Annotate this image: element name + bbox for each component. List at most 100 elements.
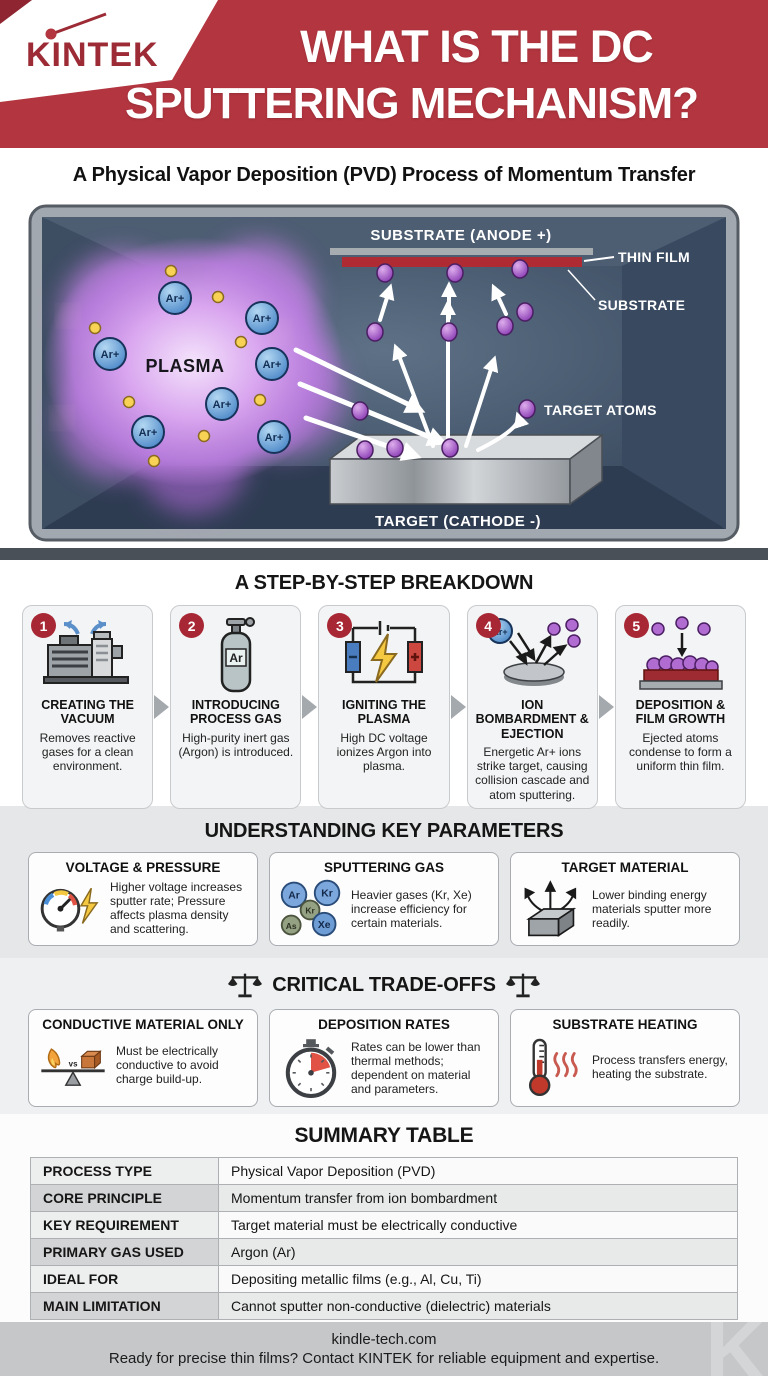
table-row: KEY REQUIREMENT Target material must be … — [30, 1211, 738, 1239]
param-card-sputtering-gas: SPUTTERING GAS Ar Kr Kr As Xe — [269, 852, 499, 946]
argon-ion-label: Ar+ — [166, 293, 185, 305]
parameters-title: UNDERSTANDING KEY PARAMETERS — [204, 820, 564, 842]
step-number-badge: 5 — [623, 613, 649, 638]
sputtering-chamber-diagram: Ar+ Ar+ Ar+ Ar+ Ar+ Ar+ Ar+ PLASMA SUBST… — [28, 204, 740, 542]
step-number-badge: 1 — [31, 613, 56, 638]
row-value: Cannot sputter non-conductive (dielectri… — [218, 1292, 738, 1320]
tradeoff-title: SUBSTRATE HEATING — [552, 1017, 698, 1032]
thin-film-label: THIN FILM — [618, 249, 690, 265]
param-card-target-material: TARGET MATERIAL Lower binding energ — [510, 852, 740, 946]
argon-ion-label: Ar+ — [493, 627, 508, 637]
row-label: PROCESS TYPE — [30, 1157, 219, 1185]
param-desc: Lower binding energy materials sputter m… — [592, 887, 712, 931]
row-value: Argon (Ar) — [218, 1238, 738, 1266]
row-label: PRIMARY GAS USED — [30, 1238, 219, 1266]
step-number: 4 — [484, 617, 492, 634]
logo-needle-icon — [45, 12, 107, 40]
tradeoff-desc: Process transfers energy, heating the su… — [592, 1052, 728, 1081]
step-card-2: 2 Ar INTRODUCING PROCESS GAS High-purity… — [170, 605, 302, 809]
summary-table: PROCESS TYPE Physical Vapor Deposition (… — [30, 1157, 738, 1320]
gas-label: As — [286, 921, 297, 931]
param-title: SPUTTERING GAS — [323, 860, 444, 875]
film-growth-icon — [622, 614, 739, 696]
step-title: DEPOSITION & FILM GROWTH — [635, 698, 726, 727]
gas-cylinder-icon: Ar — [177, 614, 294, 696]
step-card-4: 4 Ar+ — [466, 605, 598, 809]
argon-ion-label: Ar+ — [253, 313, 272, 325]
step-number: 3 — [336, 617, 344, 634]
row-value: Target material must be electrically con… — [218, 1211, 738, 1239]
plasma-cloud — [43, 237, 345, 514]
row-label: IDEAL FOR — [30, 1265, 219, 1293]
thin-film-layer — [342, 257, 582, 267]
step-number: 5 — [632, 617, 641, 634]
row-label: CORE PRINCIPLE — [30, 1184, 219, 1212]
gas-label: Kr — [321, 889, 333, 900]
argon-ions: Ar+ Ar+ Ar+ Ar+ Ar+ Ar+ Ar+ — [93, 281, 291, 454]
argon-ion-label: Ar+ — [213, 399, 232, 411]
step-desc: Energetic Ar+ ions strike target, causin… — [475, 745, 590, 802]
balance-flame-vs-box-icon: vs — [37, 1036, 109, 1094]
tradeoff-card-deposition-rates: DEPOSITION RATES — [269, 1009, 499, 1107]
argon-ion-label: Ar+ — [265, 432, 284, 444]
param-desc: Heavier gases (Kr, Xe) increase efficien… — [351, 887, 472, 931]
gas-label: Kr — [305, 906, 315, 916]
balance-scale-icon — [228, 973, 263, 998]
step-number: 2 — [187, 617, 196, 634]
plasma-label: PLASMA — [146, 356, 225, 376]
step-desc: High DC voltage ionizes Argon into plasm… — [336, 730, 432, 774]
substrate-assembly — [330, 248, 593, 267]
subtitle: A Physical Vapor Deposition (PVD) Proces… — [72, 163, 696, 186]
step-title: CREATING THE VACUUM — [41, 698, 135, 727]
page-title-line1: WHAT IS THE DC — [300, 21, 654, 72]
step-number: 1 — [39, 617, 48, 634]
step-number-badge: 3 — [327, 613, 353, 638]
dc-circuit-icon — [325, 614, 442, 696]
row-value: Momentum transfer from ion bombardment — [218, 1184, 738, 1212]
steps-section: A STEP-BY-STEP BREAKDOWN 1 — [0, 560, 768, 809]
step-title: ION BOMBARDMENT & EJECTION — [475, 698, 589, 741]
step-card-5: 5 DEPOSITION & FILM GROWTH Ejec — [614, 605, 747, 809]
parameters-section: UNDERSTANDING KEY PARAMETERS VOLTAGE & P… — [0, 806, 768, 958]
summary-title: SUMMARY TABLE — [294, 1124, 474, 1147]
gas-label: Xe — [318, 920, 331, 931]
step-desc: Ejected atoms condense to form a uniform… — [629, 730, 732, 774]
arrow-right-icon — [598, 694, 614, 719]
row-label: KEY REQUIREMENT — [30, 1211, 219, 1239]
step-number-badge: 2 — [179, 613, 205, 638]
param-card-voltage-pressure: VOLTAGE & PRESSURE Higher voltage increa… — [28, 852, 258, 946]
electron-dots — [88, 264, 267, 468]
steps-title: A STEP-BY-STEP BREAKDOWN — [234, 572, 534, 594]
website-text: kindle-tech.com — [331, 1331, 437, 1348]
target-atoms — [351, 259, 536, 460]
tradeoff-desc: Must be electrically conductive to avoid… — [116, 1043, 219, 1087]
step-desc: High-purity inert gas (Argon) is introdu… — [178, 730, 294, 759]
step-title: IGNITING THE PLASMA — [341, 698, 427, 727]
vacuum-pump-icon — [29, 614, 146, 696]
arrow-right-icon — [450, 694, 466, 719]
row-value: Depositing metallic films (e.g., Al, Cu,… — [218, 1265, 738, 1293]
argon-ion-label: Ar+ — [263, 359, 282, 371]
step-card-1: 1 — [22, 605, 154, 809]
target-cathode-label: TARGET (CATHODE -) — [375, 513, 541, 530]
tradeoffs-section: CRITICAL TRADE-OFFS CONDUCTIVE MATERIAL … — [0, 958, 768, 1114]
cta-text: Ready for precise thin films? Contact KI… — [108, 1350, 660, 1367]
argon-ion-label: Ar+ — [139, 427, 158, 439]
cylinder-label: Ar — [229, 651, 243, 665]
footer: K kindle-tech.com Ready for precise thin… — [0, 1322, 768, 1376]
subtitle-bar: A Physical Vapor Deposition (PVD) Proces… — [0, 148, 768, 202]
step-title: INTRODUCING PROCESS GAS — [189, 698, 282, 727]
row-label: MAIN LIMITATION — [30, 1292, 219, 1320]
page-title-line2: SPUTTERING MECHANISM? — [125, 79, 699, 128]
balance-scale-icon — [505, 973, 540, 998]
gas-label: Ar — [288, 891, 300, 902]
substrate-anode-label: SUBSTRATE (ANODE +) — [370, 227, 551, 244]
tradeoff-title: CONDUCTIVE MATERIAL ONLY — [42, 1017, 244, 1032]
target-block-icon — [519, 879, 585, 939]
param-title: VOLTAGE & PRESSURE — [65, 860, 221, 875]
table-row: IDEAL FOR Depositing metallic films (e.g… — [30, 1265, 738, 1293]
stopwatch-icon — [278, 1036, 344, 1100]
step-number-badge: 4 — [475, 613, 501, 638]
tradeoffs-title: CRITICAL TRADE-OFFS — [272, 973, 496, 996]
gas-atoms-icon: Ar Kr Kr As Xe — [278, 879, 344, 939]
